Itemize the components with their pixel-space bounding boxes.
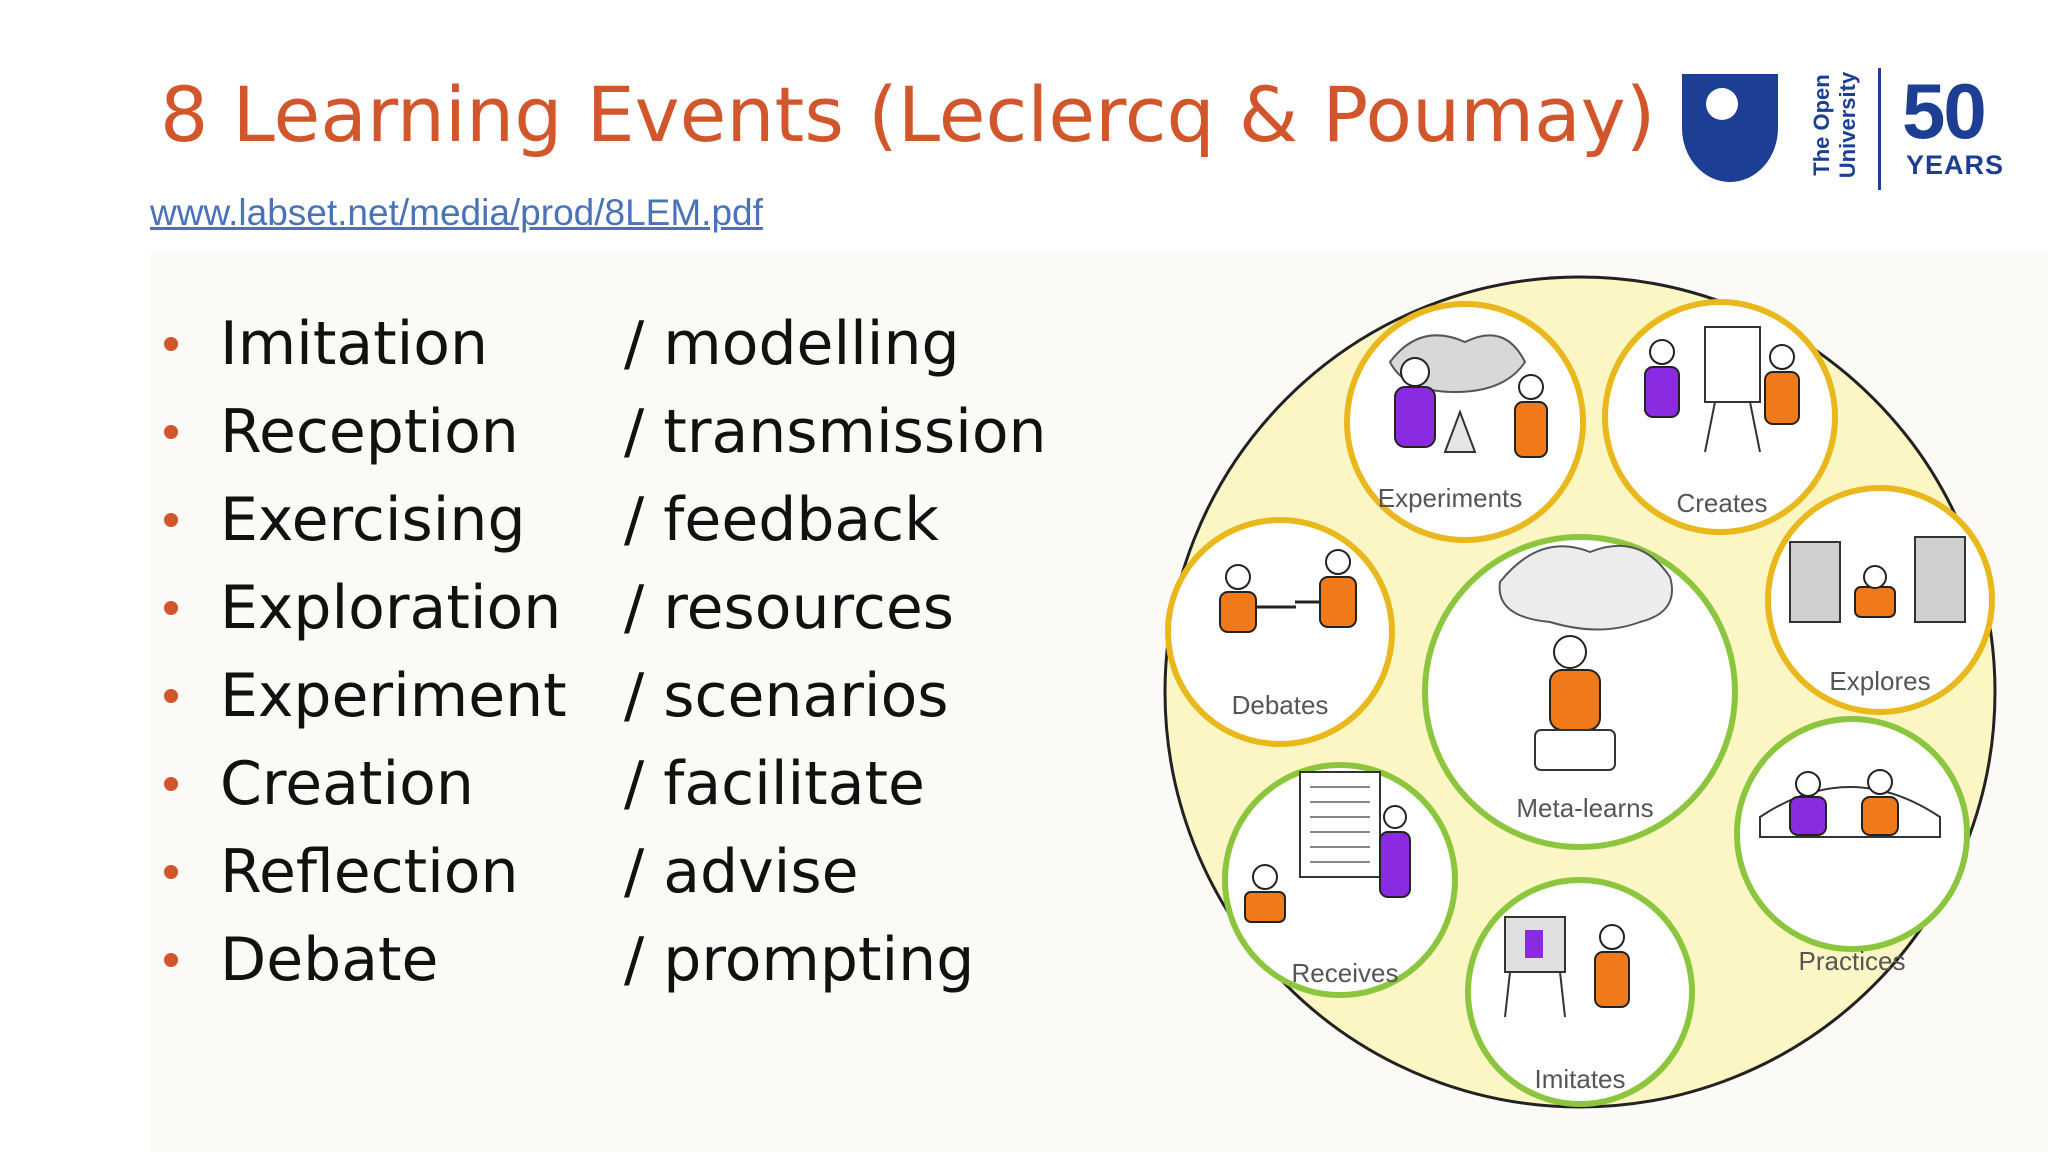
bullet-icon [164,689,178,703]
logo-anniversary-number: 50 [1902,67,1987,155]
slide-title: 8 Learning Events (Leclercq & Poumay) [160,70,1656,159]
event-role: / resources [624,573,955,643]
event-role: / advise [624,837,859,907]
event-term: Exercising [220,485,526,555]
open-university-logo: The Open University 50 YEARS [1680,62,2020,194]
event-term: Reflection [220,837,519,907]
bullet-icon [164,425,178,439]
event-role: / scenarios [624,661,949,731]
event-term: Creation [220,749,474,819]
logo-divider [1878,68,1881,190]
bullet-icon [164,865,178,879]
event-role: / transmission [624,397,1047,467]
logo-line-1: The Open [1809,74,1834,176]
event-role: / facilitate [624,749,925,819]
event-practices: Practices [1734,716,1970,976]
event-term: Experiment [220,661,567,731]
event-receives: Receives [1222,762,1458,998]
label-receives: Receives [1292,958,1399,988]
label-creates: Creates [1676,488,1767,518]
label-practices: Practices [1799,946,1906,976]
source-link[interactable]: www.labset.net/media/prod/8LEM.pdf [150,192,763,233]
bullet-icon [164,513,178,527]
event-creates: Creates [1602,299,1838,535]
logo-line-2: University [1835,71,1860,179]
university-wordmark: The Open University [1798,64,1860,192]
event-term: Imitation [220,309,489,379]
bullet-icon [164,337,178,351]
label-imitates: Imitates [1534,1064,1625,1094]
bullet-icon [164,601,178,615]
bullet-icon [164,777,178,791]
event-role: / prompting [624,925,975,995]
ou-shield-icon [1682,74,1778,182]
event-experiments: Experiments [1344,301,1586,543]
event-term: Exploration [220,573,562,643]
event-meta-learns: Meta-learns [1422,534,1738,850]
label-debates: Debates [1232,690,1329,720]
label-meta-learns: Meta-learns [1516,793,1653,823]
label-experiments: Experiments [1378,483,1523,513]
learning-events-diagram: Experiments Creates Explores Practices [1163,275,1997,1109]
event-role: / modelling [624,309,960,379]
event-imitates: Imitates [1465,877,1695,1107]
event-term: Reception [220,397,519,467]
bullet-icon [164,953,178,967]
event-term: Debate [220,925,439,995]
label-explores: Explores [1829,666,1930,696]
logo-anniversary-years: YEARS [1906,150,2005,180]
event-role: / feedback [624,485,939,555]
event-explores: Explores [1765,485,1995,715]
event-debates: Debates [1165,517,1395,747]
